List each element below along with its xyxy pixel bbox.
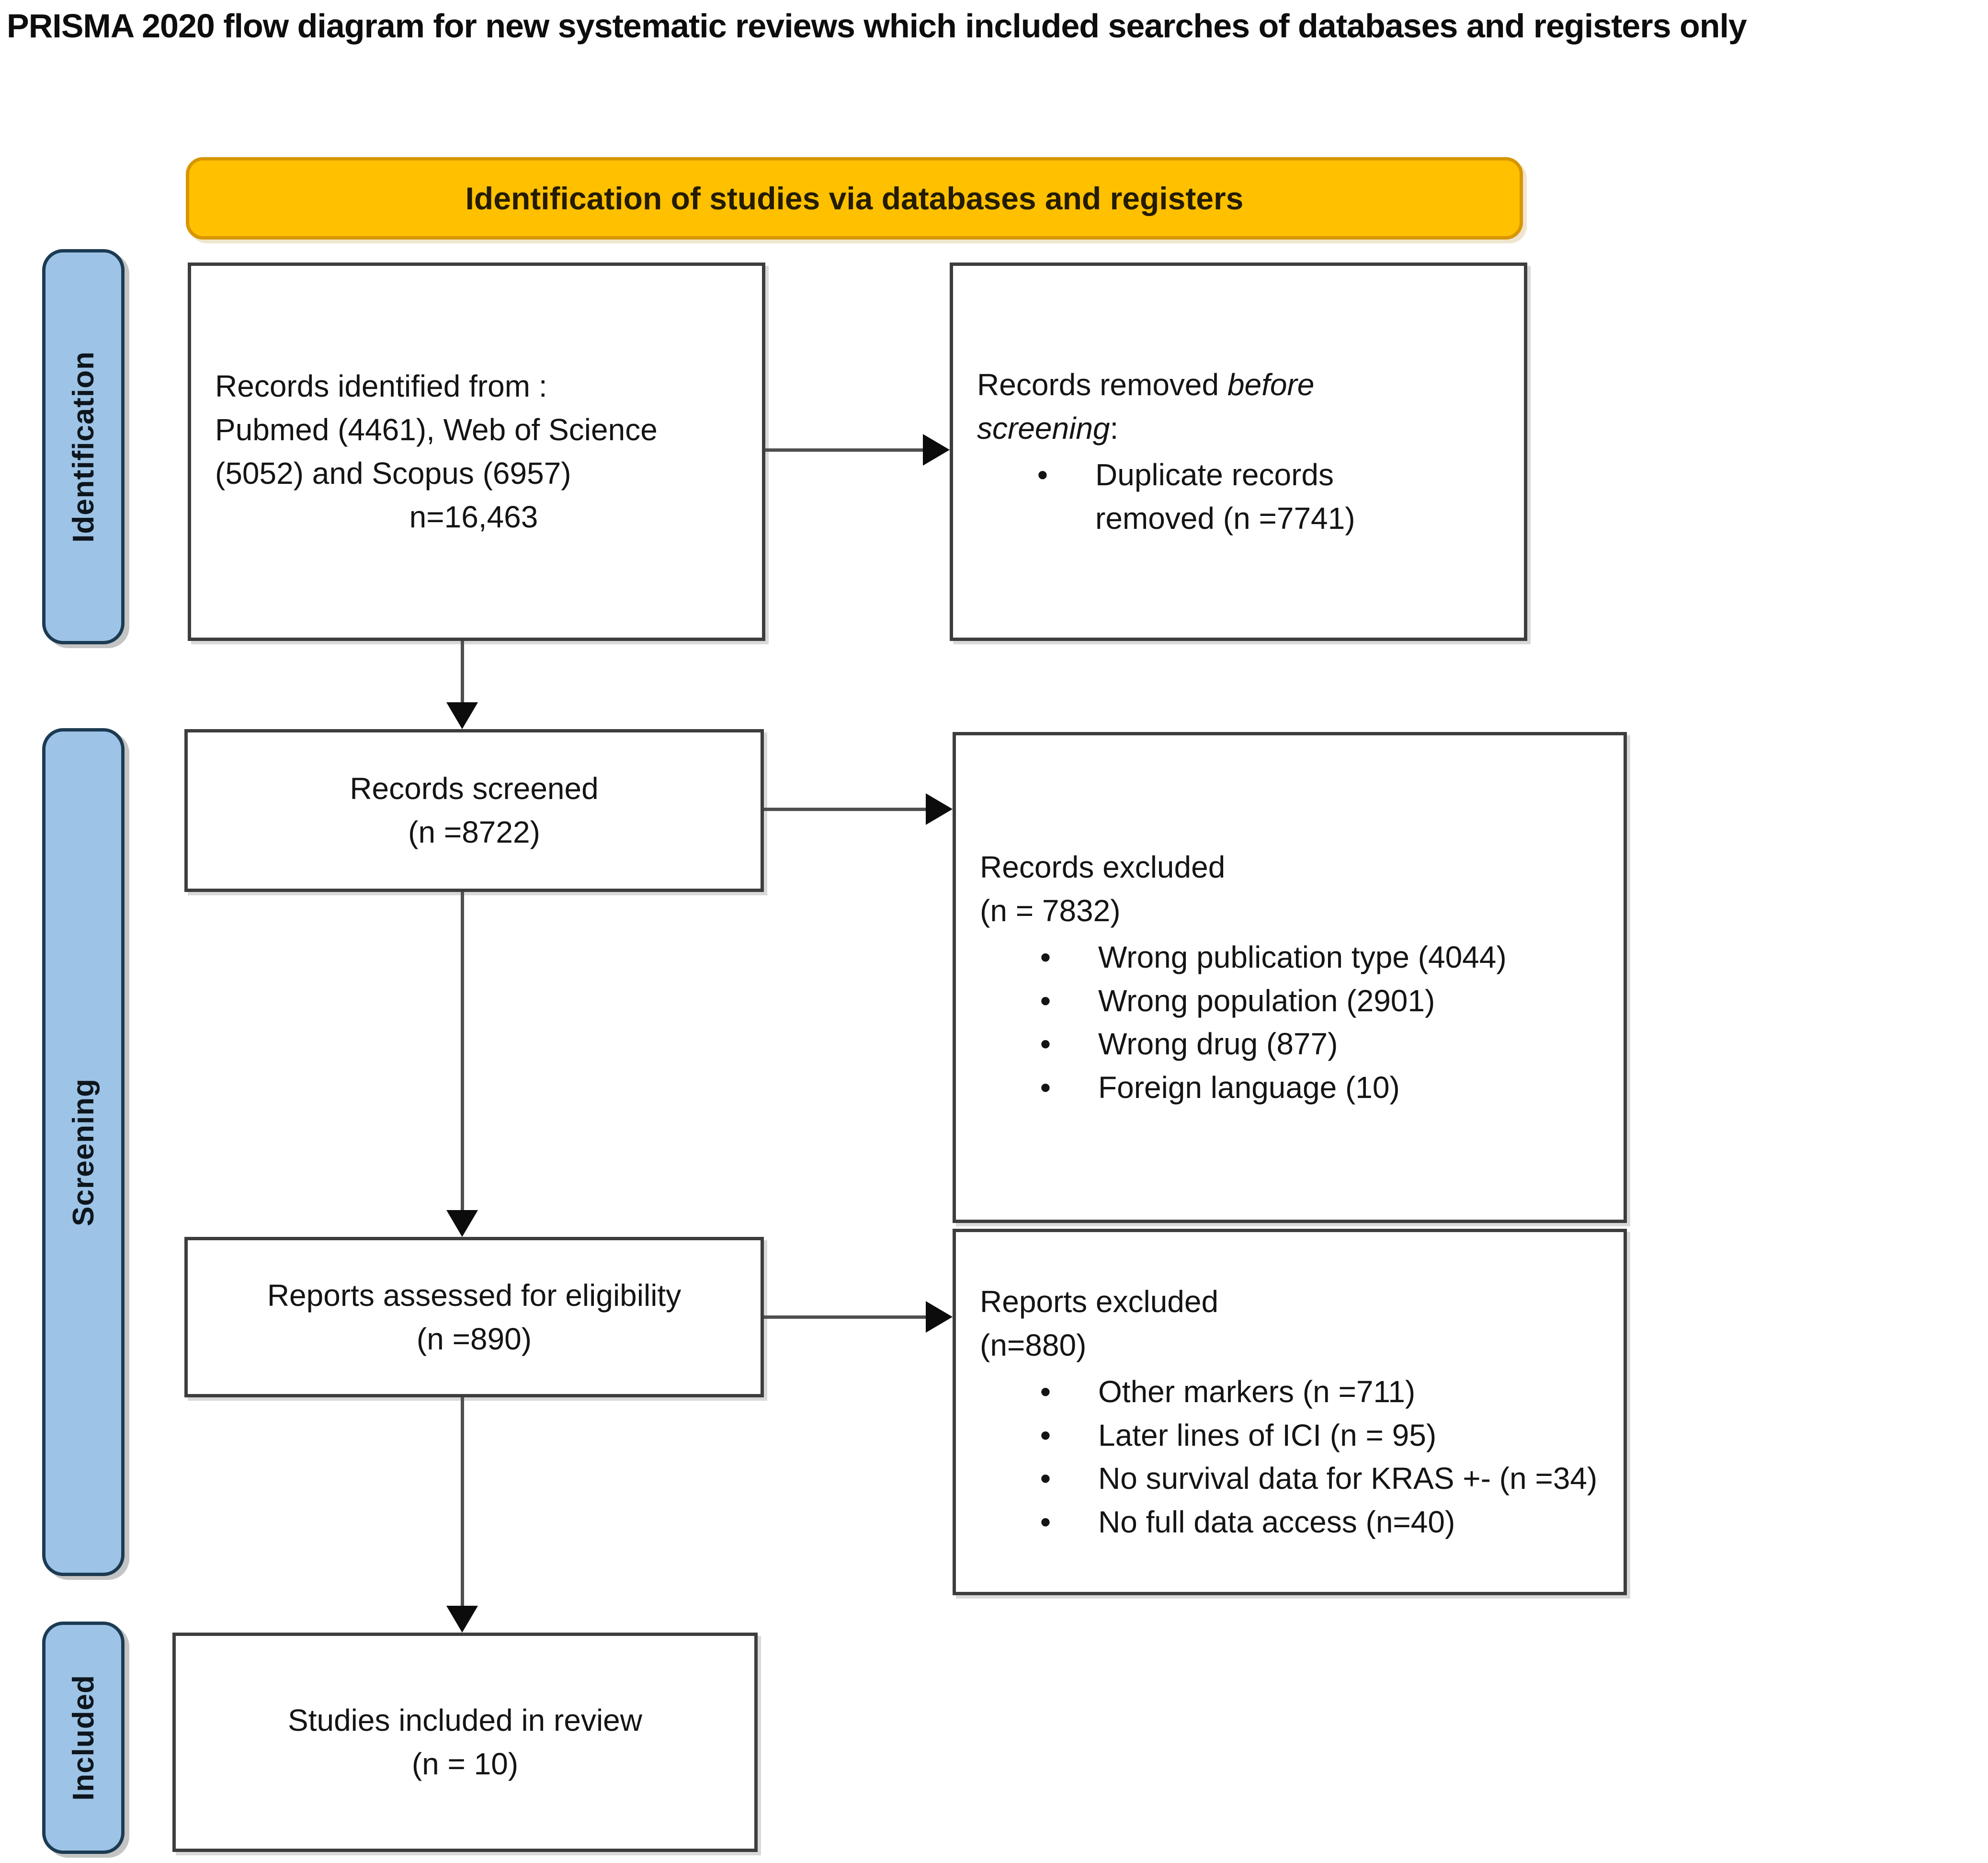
arrow-assessed-to-excluded-line (764, 1315, 927, 1319)
reports-excluded-count: (n=880) (980, 1327, 1087, 1362)
box-records-removed: Records removed before screening: • Dupl… (950, 263, 1527, 641)
bullet-text: Duplicate records removed (n =7741) (1095, 457, 1355, 536)
reports-assessed-count: (n =890) (416, 1321, 532, 1356)
bullet-item: • No survival data for KRAS +- (n =34) (980, 1457, 1606, 1500)
box-reports-assessed: Reports assessed for eligibility (n =890… (184, 1237, 764, 1397)
records-removed-lead-suffix: : (1110, 411, 1119, 446)
bullet-text: Later lines of ICI (n = 95) (1098, 1417, 1437, 1452)
records-excluded-line1: Records excluded (980, 849, 1226, 884)
records-removed-lead-italic: before screening (977, 367, 1315, 446)
records-removed-heading: Records removed before screening: (977, 363, 1418, 450)
arrow-assessed-to-excluded-head (926, 1301, 953, 1333)
records-screened-count: (n =8722) (408, 815, 540, 849)
arrow-screened-to-assessed-head (446, 1210, 478, 1237)
bullet-dot: • (1040, 1374, 1051, 1409)
bullet-text: No survival data for KRAS +- (n =34) (1098, 1461, 1598, 1496)
stage-tab-identification: Identification (42, 249, 125, 644)
bullet-dot: • (1040, 1505, 1051, 1540)
arrow-identified-to-removed-line (765, 448, 924, 452)
arrow-screened-to-assessed-line (461, 892, 464, 1212)
arrow-identified-to-removed-head (923, 434, 950, 466)
arrow-assessed-to-included-line (461, 1397, 464, 1607)
bullet-text: Wrong population (2901) (1098, 983, 1435, 1018)
bullet-dot: • (1040, 939, 1051, 974)
records-identified-line1: Records identified from : (215, 369, 547, 404)
reports-excluded-line1: Reports excluded (980, 1284, 1219, 1319)
stage-tab-included: Included (42, 1622, 125, 1854)
bullet-text: Wrong publication type (4044) (1098, 939, 1507, 974)
records-identified-line3: (5052) and Scopus (6957) (215, 456, 571, 491)
records-identified-count: n=16,463 (409, 499, 538, 534)
bullet-item: • No full data access (n=40) (980, 1500, 1606, 1544)
box-records-screened: Records screened (n =8722) (184, 729, 764, 892)
bullet-dot: • (1040, 1027, 1051, 1062)
studies-included-line1: Studies included in review (288, 1703, 642, 1738)
bullet-dot: • (1040, 1070, 1051, 1105)
identification-banner-label: Identification of studies via databases … (465, 181, 1244, 216)
arrow-identified-to-screened-head (446, 702, 478, 729)
bullet-dot: • (1040, 1461, 1051, 1496)
reports-excluded-bullets: • Other markers (n =711) • Later lines o… (980, 1370, 1606, 1544)
records-removed-bullets: • Duplicate records removed (n =7741) (977, 453, 1507, 540)
box-studies-included: Studies included in review (n = 10) (172, 1633, 758, 1852)
stage-tab-screening: Screening (42, 728, 125, 1576)
bullet-dot: • (1040, 983, 1051, 1018)
bullet-dot: • (1037, 457, 1048, 492)
records-excluded-count: (n = 7832) (980, 893, 1121, 928)
stage-tab-identification-label: Identification (67, 351, 100, 543)
bullet-text: Foreign language (10) (1098, 1070, 1400, 1105)
bullet-item: • Duplicate records removed (n =7741) (977, 453, 1507, 540)
bullet-item: • Wrong publication type (4044) (980, 936, 1606, 979)
arrow-screened-to-excluded-head (926, 793, 953, 825)
bullet-item: • Wrong drug (877) (980, 1022, 1606, 1066)
arrow-identified-to-screened-line (461, 641, 464, 704)
records-identified-line2: Pubmed (4461), Web of Science (215, 412, 658, 447)
studies-included-count: (n = 10) (411, 1747, 519, 1781)
bullet-item: • Wrong population (2901) (980, 979, 1606, 1023)
arrow-assessed-to-included-head (446, 1606, 478, 1633)
bullet-dot: • (1040, 1417, 1051, 1452)
records-screened-line1: Records screened (350, 771, 599, 806)
bullet-item: • Other markers (n =711) (980, 1370, 1606, 1414)
box-records-identified: Records identified from : Pubmed (4461),… (188, 263, 765, 641)
bullet-text: No full data access (n=40) (1098, 1505, 1455, 1540)
records-identified-text: Records identified from : Pubmed (4461),… (215, 365, 732, 539)
page-title: PRISMA 2020 flow diagram for new systema… (7, 7, 1747, 45)
bullet-item: • Foreign language (10) (980, 1066, 1606, 1109)
bullet-text: Wrong drug (877) (1098, 1027, 1338, 1062)
bullet-text: Other markers (n =711) (1098, 1374, 1416, 1409)
stage-tab-screening-label: Screening (67, 1078, 100, 1226)
bullet-item: • Later lines of ICI (n = 95) (980, 1414, 1606, 1457)
reports-assessed-line1: Reports assessed for eligibility (267, 1278, 682, 1313)
records-removed-lead: Records removed (977, 367, 1227, 402)
box-reports-excluded: Reports excluded (n=880) • Other markers… (953, 1229, 1627, 1595)
identification-banner: Identification of studies via databases … (186, 157, 1523, 240)
arrow-screened-to-excluded-line (764, 808, 927, 811)
records-excluded-bullets: • Wrong publication type (4044) • Wrong … (980, 936, 1606, 1110)
stage-tab-included-label: Included (67, 1675, 100, 1801)
box-records-excluded: Records excluded (n = 7832) • Wrong publ… (953, 732, 1627, 1223)
